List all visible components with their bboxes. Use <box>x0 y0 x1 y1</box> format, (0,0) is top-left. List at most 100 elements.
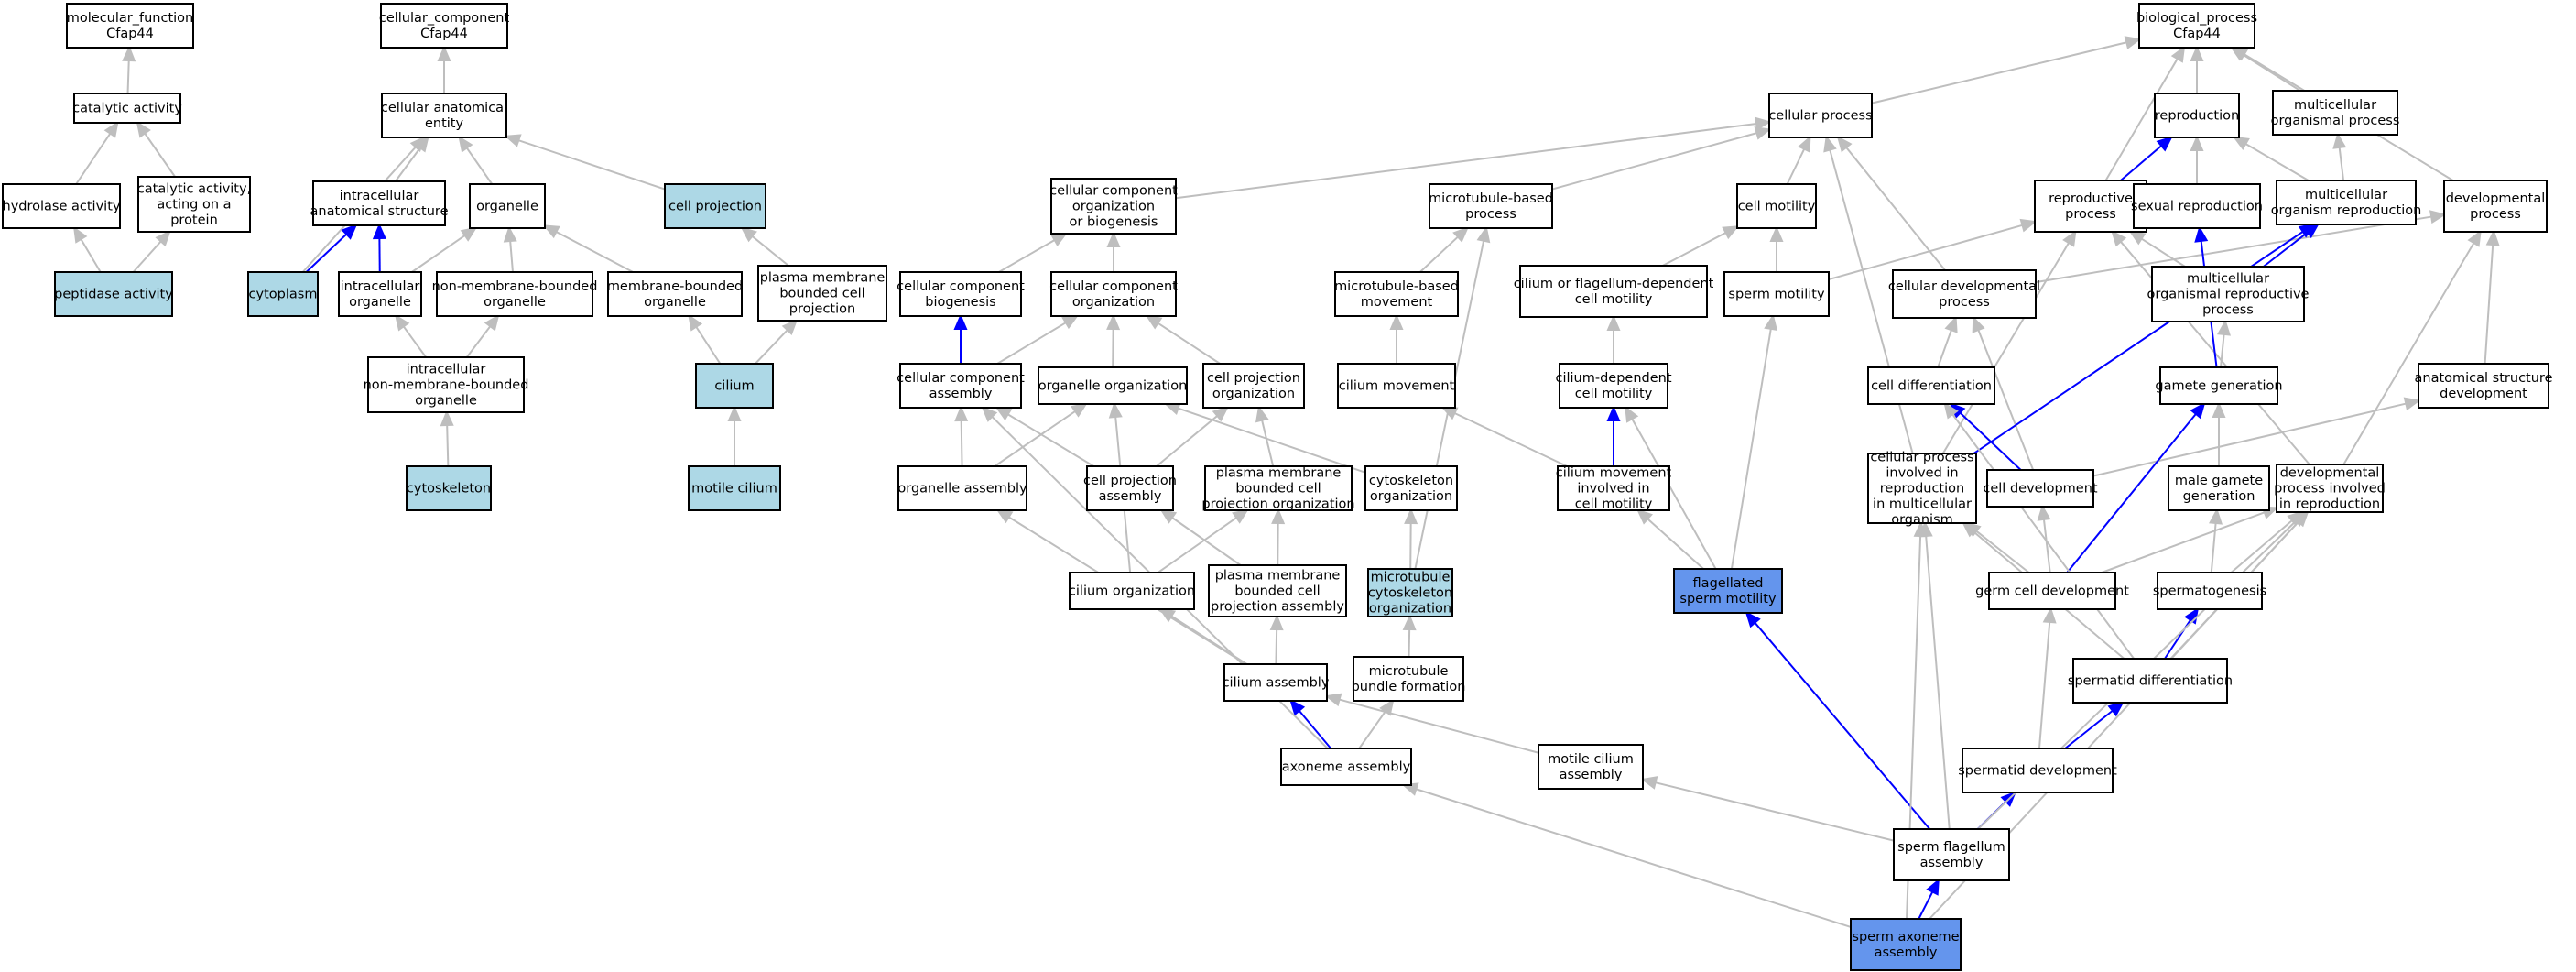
edge-arrowhead <box>2190 135 2204 151</box>
node-box <box>2151 266 2305 322</box>
node-spgen[interactable]: spermatogenesis <box>2153 572 2266 610</box>
node-orgorg[interactable]: organelle organization <box>1038 366 1188 405</box>
node-inmbo[interactable]: intracellularnon-membrane-boundedorganel… <box>364 356 529 413</box>
node-box <box>2443 180 2548 233</box>
node-axa[interactable]: axoneme assembly <box>1280 748 1412 786</box>
node-label: cytoskeleton <box>1369 474 1453 488</box>
edge-arrowhead <box>2467 229 2482 247</box>
node-label: organelle organization <box>1038 379 1188 394</box>
edge-arrowhead <box>394 313 410 332</box>
node-label: intracellular <box>407 363 486 377</box>
node-stdev[interactable]: spermatid development <box>1958 748 2117 793</box>
node-label: organelle <box>484 295 546 310</box>
node-casm[interactable]: cilium assembly <box>1223 663 1330 702</box>
node-corg[interactable]: cilium organization <box>1069 572 1195 610</box>
edge-arrowhead <box>2170 45 2186 63</box>
node-hydr[interactable]: hydrolase activity <box>2 183 121 229</box>
node-gcd[interactable]: germ cell development <box>1975 572 2129 610</box>
node-cdev[interactable]: cell development <box>1983 469 2098 508</box>
node-cellp[interactable]: cellular process <box>1768 93 1873 138</box>
node-label: cell motility <box>1575 387 1653 401</box>
edge-arrowhead <box>372 223 386 240</box>
node-box <box>899 363 1022 409</box>
edge-arrowhead <box>954 405 969 422</box>
node-orgl[interactable]: organelle <box>469 183 546 229</box>
node-label: plasma membrane <box>1215 569 1341 584</box>
node-box <box>1050 178 1177 235</box>
edge-dpir-to-devp <box>2342 229 2482 465</box>
node-cata[interactable]: catalytic activity <box>72 93 182 124</box>
node-repro[interactable]: reproduction <box>2154 93 2240 138</box>
node-label: organization <box>1072 200 1155 214</box>
node-cyto[interactable]: cytoplasm <box>247 271 319 317</box>
node-cytosk[interactable]: cytoskeleton <box>406 465 492 511</box>
node-box <box>1208 564 1347 617</box>
node-gamg[interactable]: gamete generation <box>2155 366 2283 405</box>
edge-motcil-to-cilium <box>727 405 742 466</box>
edge-mbo-to-orgl <box>542 224 634 273</box>
node-pept[interactable]: peptidase activity <box>54 271 173 317</box>
edge-cproj-to-cae <box>504 134 666 191</box>
node-cmot[interactable]: cell motility <box>1736 183 1817 229</box>
node-label: flagellated <box>1693 576 1764 591</box>
edge-line <box>2484 244 2494 365</box>
node-cdiff[interactable]: cell differentiation <box>1867 366 1995 405</box>
node-orgasm[interactable]: organelle assembly <box>897 465 1027 511</box>
edge-arrowhead <box>2332 132 2347 149</box>
node-cproj[interactable]: cell projection <box>664 183 766 229</box>
node-motcil[interactable]: motile cilium <box>688 465 781 511</box>
node-cilium[interactable]: cilium <box>695 363 774 409</box>
edge-gcd-to-dpir <box>2101 506 2279 573</box>
edge-sfa-to-mca <box>1640 776 1895 842</box>
edge-stdev-to-gcd <box>2038 606 2057 749</box>
node-sexr[interactable]: sexual reproduction <box>2131 183 2263 229</box>
edge-arrowhead <box>2298 223 2316 238</box>
edge-cpa-to-cca <box>995 406 1094 467</box>
node-stdiff[interactable]: spermatid differentiation <box>2068 658 2233 704</box>
node-spmot[interactable]: sperm motility <box>1723 271 1830 317</box>
node-label: spermatid development <box>1958 764 2117 779</box>
node-cmov[interactable]: cilium movement <box>1337 363 1456 409</box>
node-label: hydrolase activity <box>3 200 121 214</box>
